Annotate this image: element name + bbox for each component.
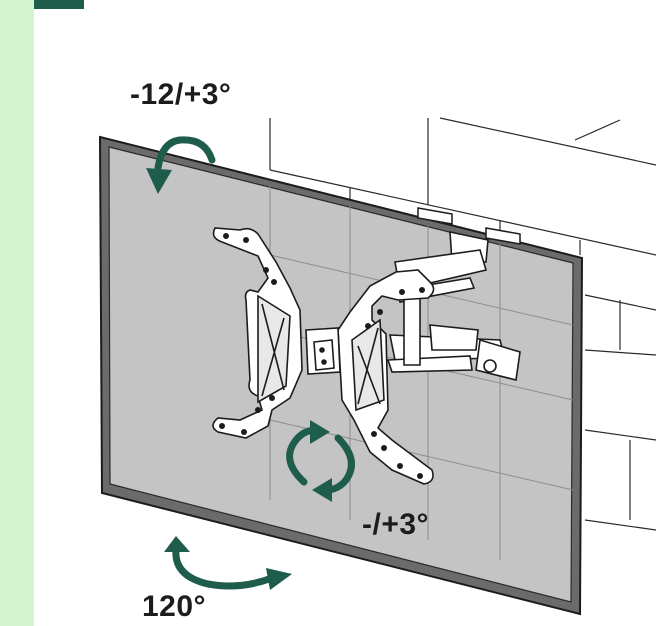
rotation-arrows-icon xyxy=(286,426,355,494)
rotation-arrow-head-bottom xyxy=(312,478,332,502)
swivel-arrow-icon xyxy=(172,546,276,590)
swivel-arrow-head-left xyxy=(164,536,190,552)
bracket-holes xyxy=(219,233,425,479)
swivel-arrow-head-right xyxy=(266,568,292,590)
swivel-range-label: 120° xyxy=(142,590,207,623)
side-strip xyxy=(0,0,34,626)
brick-wall xyxy=(269,117,656,531)
tv-mount-illustration xyxy=(98,117,656,616)
tilt-range-label: -12/+3° xyxy=(130,78,232,111)
tilt-arrow-icon xyxy=(154,136,216,172)
center-hub xyxy=(305,327,341,375)
right-bracket xyxy=(337,269,435,485)
section-tab xyxy=(34,0,84,9)
left-bracket xyxy=(212,227,303,439)
rotation-range-label: -/+3° xyxy=(362,508,430,541)
wall-plate xyxy=(417,207,521,245)
rotation-arrow-head-top xyxy=(310,420,330,444)
tilt-arrow-head xyxy=(146,168,172,194)
